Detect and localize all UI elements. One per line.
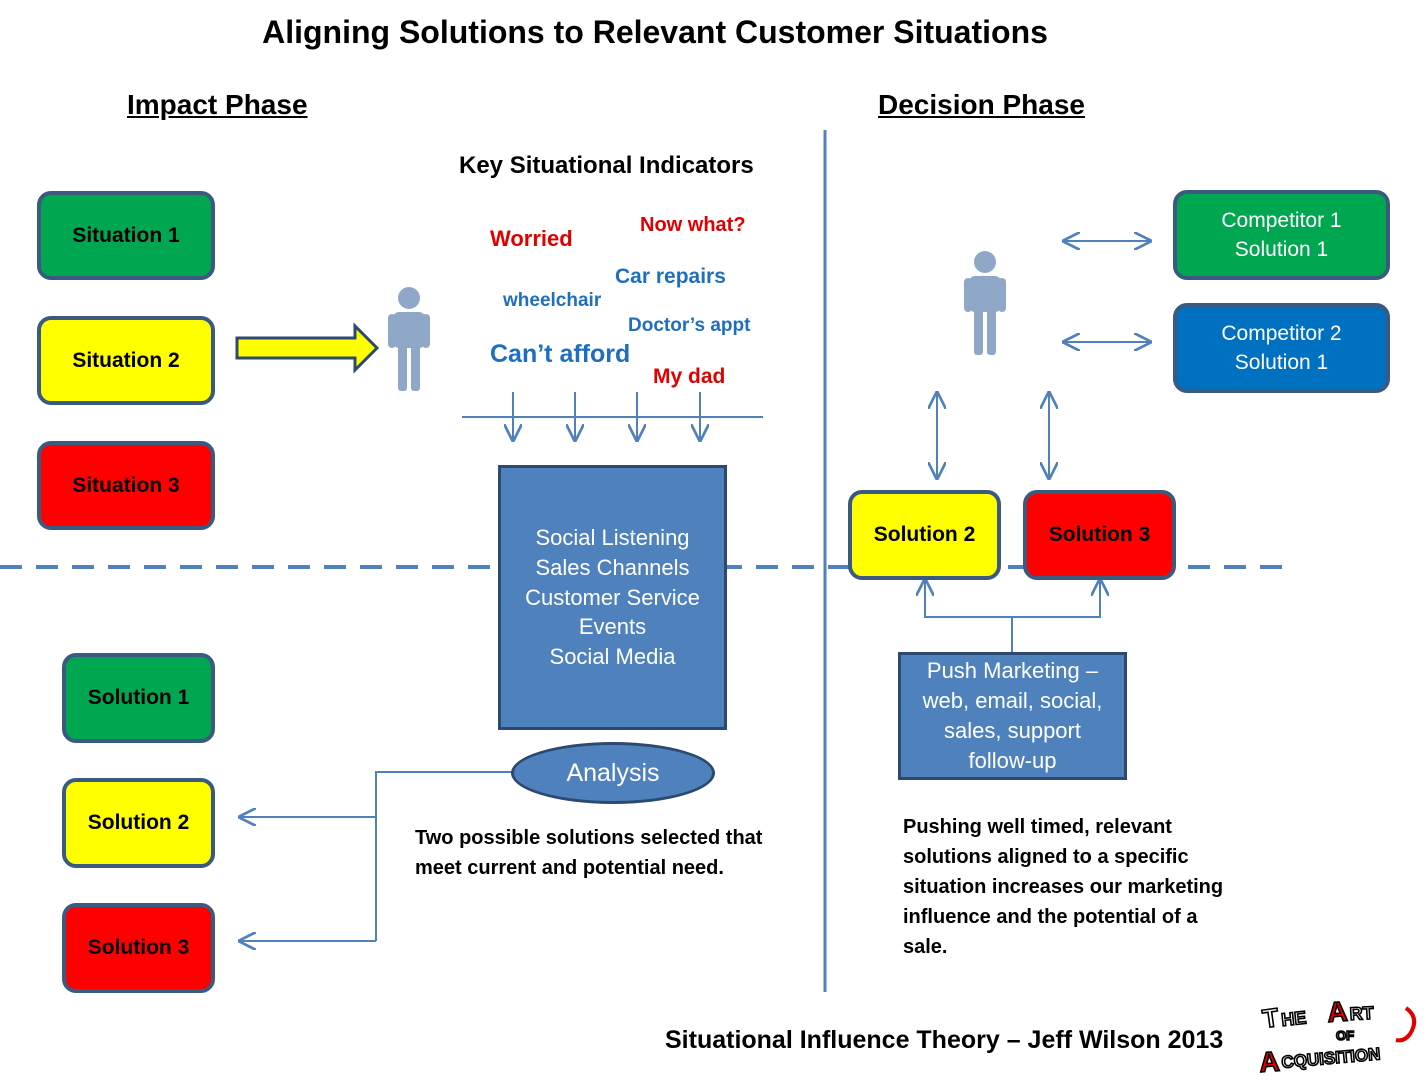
- competitor-2-solution: Solution 1: [1234, 351, 1329, 374]
- svg-text:OF: OF: [1336, 1028, 1354, 1043]
- channel-item: Customer Service: [525, 584, 700, 610]
- art-of-acquisition-logo: T HE A RT OF A CQUISITION: [1258, 995, 1417, 1076]
- indicator-my-dad: My dad: [653, 365, 726, 388]
- footer-credit: Situational Influence Theory – Jeff Wils…: [665, 1026, 1224, 1054]
- decision-note-line: Pushing well timed, relevant: [903, 816, 1172, 838]
- channel-item: Events: [578, 614, 647, 640]
- impact-solution-1-box: Solution 1: [62, 653, 215, 743]
- push-marketing-line: sales, support: [944, 718, 1081, 743]
- svg-text:CQUISITION: CQUISITION: [1281, 1044, 1381, 1072]
- svg-text:RT: RT: [1349, 1003, 1374, 1024]
- competitor-1-label: Competitor 1: [1221, 208, 1342, 232]
- decision-note: Pushing well timed, relevant solutions a…: [903, 812, 1223, 962]
- channel-item: Social Listening: [535, 524, 690, 550]
- person-icon: [388, 287, 430, 391]
- channel-item: Sales Channels: [535, 554, 690, 580]
- push-marketing-line: follow-up: [968, 747, 1057, 773]
- analysis-note-line: Two possible solutions selected that: [415, 827, 763, 849]
- indicator-now-what: Now what?: [640, 214, 746, 236]
- impact-solution-3-box: Solution 3: [62, 903, 215, 993]
- competitor-1-solution: Solution 1: [1234, 238, 1329, 261]
- indicator-car-repairs: Car repairs: [615, 265, 726, 288]
- analysis-note: Two possible solutions selected that mee…: [415, 823, 762, 883]
- competitor-2-box: Competitor 2 Solution 1: [1173, 303, 1390, 393]
- indicator-doctors-appt: Doctor’s appt: [628, 315, 751, 336]
- svg-text:A: A: [1326, 996, 1348, 1028]
- push-marketing-line: Push Marketing –: [926, 658, 1099, 684]
- push-marketing-box: Push Marketing – web, email, social, sal…: [898, 652, 1127, 780]
- situation-1-box: Situation 1: [37, 191, 215, 280]
- channel-item: Social Media: [549, 644, 676, 670]
- svg-text:T: T: [1261, 1002, 1281, 1034]
- svg-text:HE: HE: [1280, 1007, 1307, 1030]
- decision-solution-3-box: Solution 3: [1023, 490, 1176, 580]
- analysis-ellipse: Analysis: [511, 742, 715, 804]
- decision-phase-heading: Decision Phase: [878, 89, 1085, 120]
- decision-note-line: situation increases our marketing: [903, 876, 1224, 898]
- key-indicators-heading: Key Situational Indicators: [459, 152, 754, 179]
- indicator-wheelchair: wheelchair: [503, 290, 602, 311]
- decision-solution-2-box: Solution 2: [848, 490, 1001, 580]
- impact-solution-2-box: Solution 2: [62, 778, 215, 868]
- person-icon: [964, 251, 1006, 355]
- yellow-arrow-icon: [235, 322, 380, 374]
- situation-3-box: Situation 3: [37, 441, 215, 530]
- indicator-cant-afford: Can’t afford: [490, 340, 631, 368]
- competitor-1-box: Competitor 1 Solution 1: [1173, 190, 1390, 280]
- decision-note-line: solutions aligned to a specific: [903, 846, 1189, 868]
- page-title: Aligning Solutions to Relevant Customer …: [262, 14, 1048, 50]
- push-marketing-line: web, email, social,: [922, 688, 1103, 714]
- svg-text:A: A: [1258, 1046, 1280, 1076]
- decision-note-line: influence and the potential of a: [903, 906, 1198, 928]
- indicator-worried: Worried: [490, 226, 573, 251]
- impact-phase-heading: Impact Phase: [127, 89, 308, 120]
- analysis-note-line: meet current and potential need.: [415, 857, 724, 879]
- decision-note-line: sale.: [903, 936, 948, 958]
- situation-2-box: Situation 2: [37, 316, 215, 405]
- channels-box: Social Listening Sales Channels Customer…: [498, 465, 727, 730]
- competitor-2-label: Competitor 2: [1221, 321, 1342, 345]
